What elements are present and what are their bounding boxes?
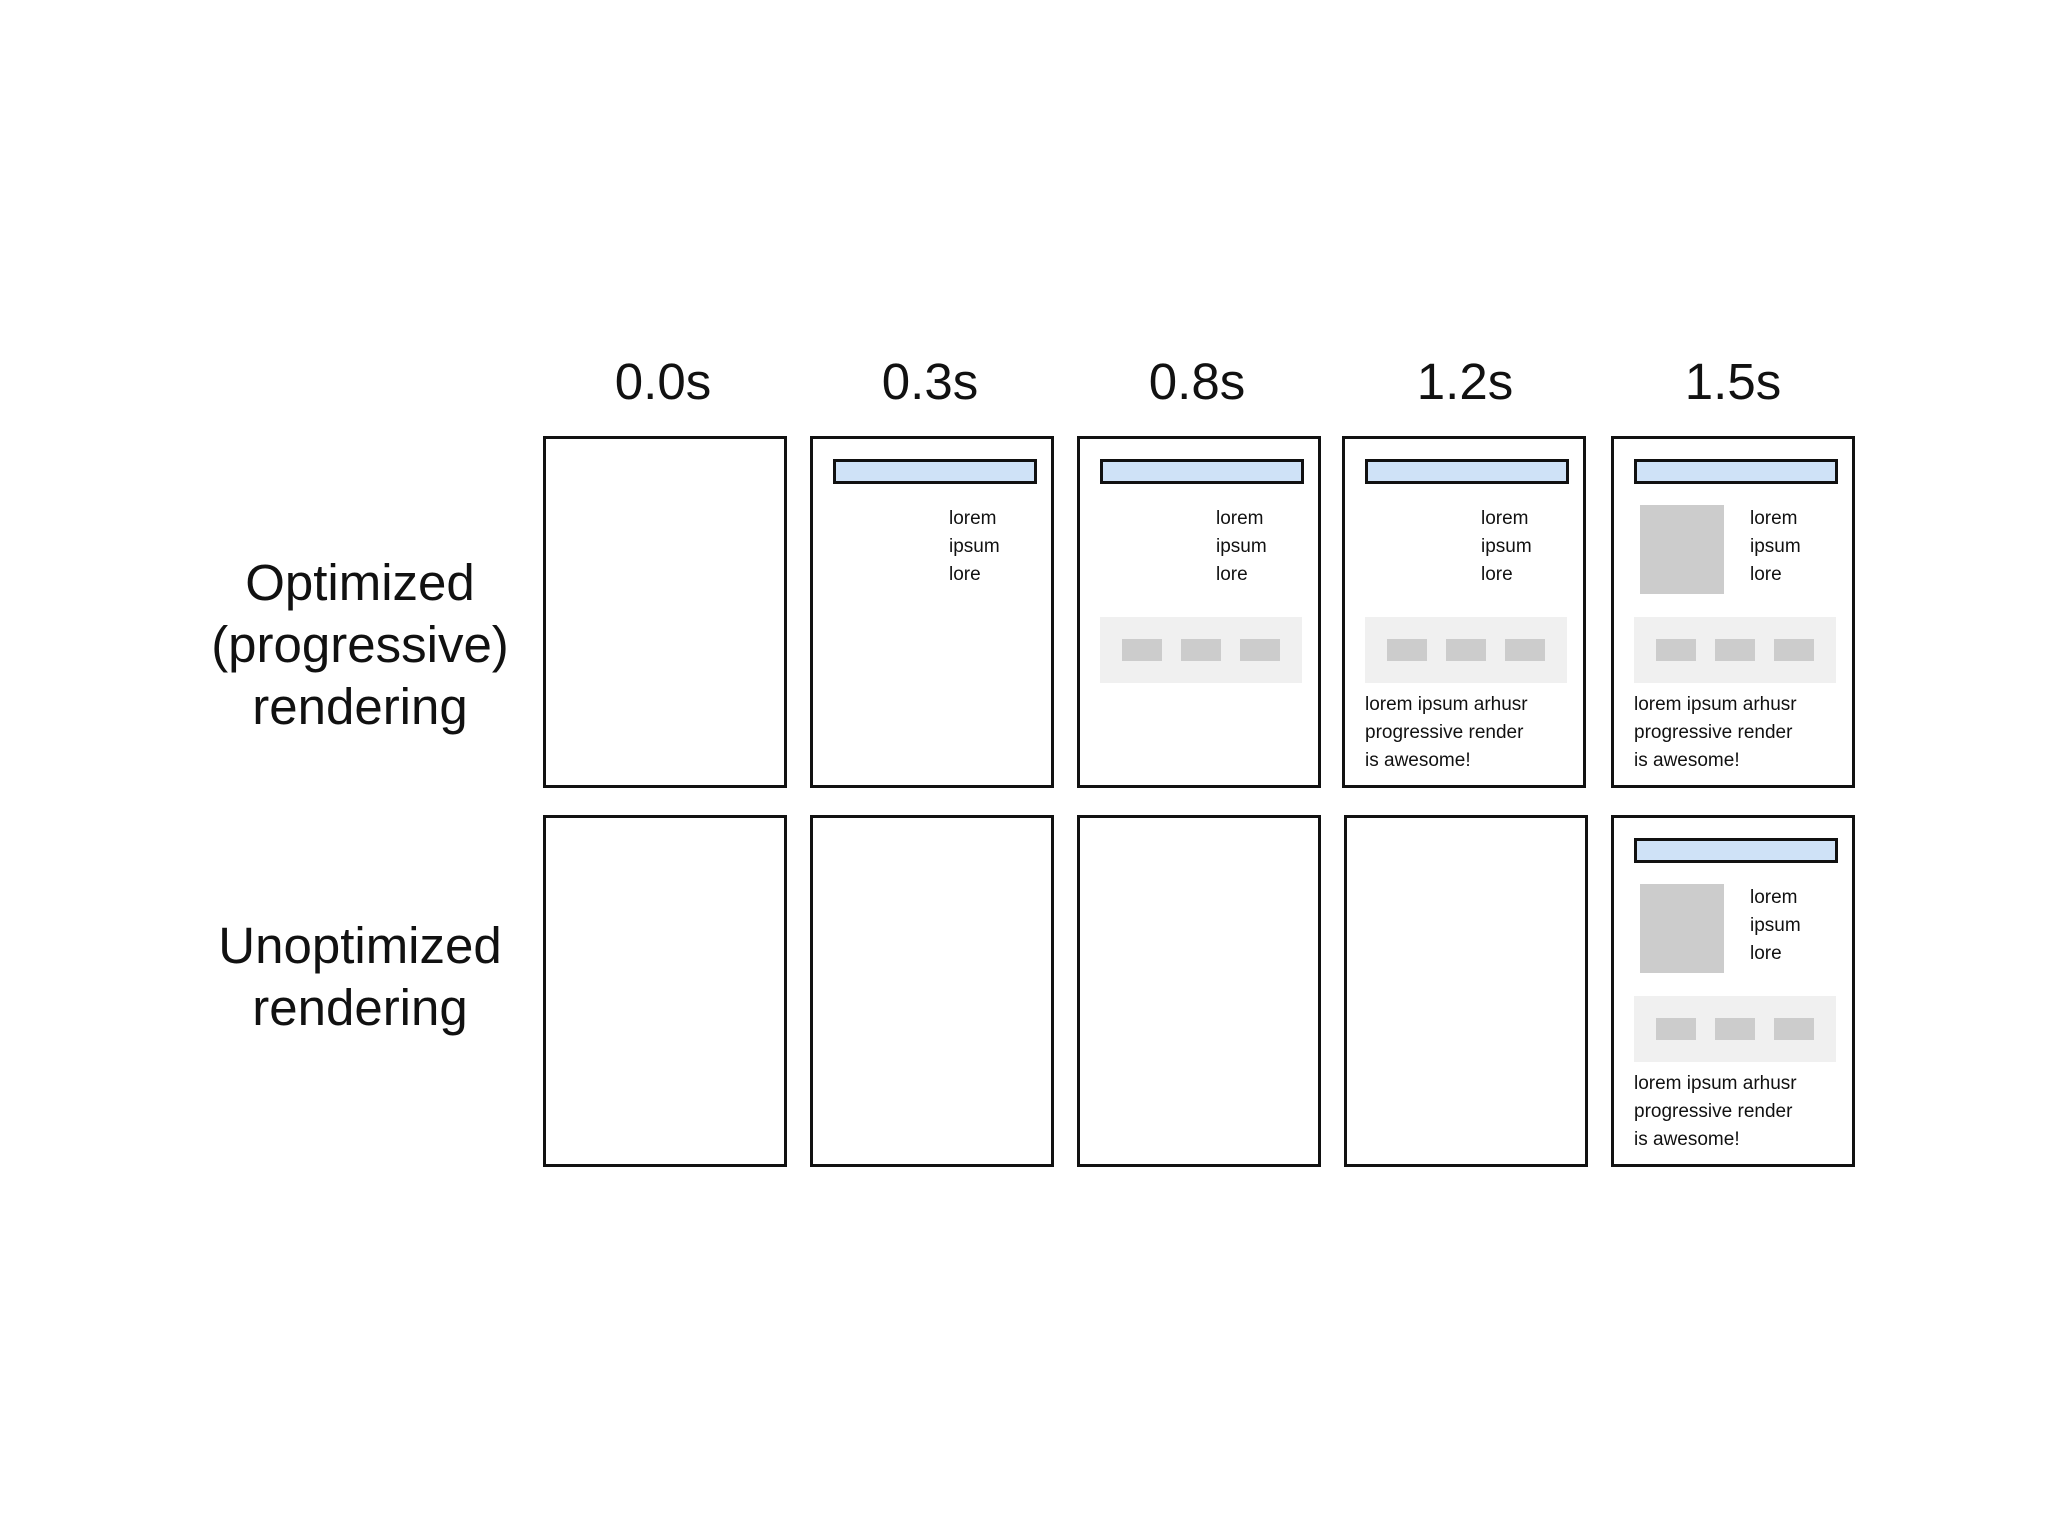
snippet-line: lore bbox=[1481, 564, 1513, 585]
paragraph-line: progressive render bbox=[1634, 722, 1793, 743]
time-label-3: 1.2s bbox=[1416, 353, 1514, 410]
snippet-line: ipsum bbox=[1216, 536, 1267, 557]
time-label-2: 0.8s bbox=[1148, 353, 1246, 410]
paragraph-line: lorem ipsum arhusr bbox=[1634, 1073, 1797, 1094]
text-snippet: lorem ipsum lore bbox=[1481, 505, 1581, 589]
frame-unoptimized-1-5s: lorem ipsum lore lorem ipsum arhusr prog… bbox=[1611, 815, 1855, 1167]
carousel-chip bbox=[1774, 639, 1814, 661]
carousel-chip bbox=[1656, 639, 1696, 661]
row-label-unoptimized: Unoptimized rendering bbox=[195, 915, 525, 1039]
text-snippet: lorem ipsum lore bbox=[1750, 505, 1850, 589]
carousel-placeholder bbox=[1634, 996, 1836, 1062]
frame-unoptimized-0-8s bbox=[1077, 815, 1321, 1167]
text-snippet: lorem ipsum lore bbox=[949, 505, 1049, 589]
paragraph-text: lorem ipsum arhusr progressive render is… bbox=[1634, 1070, 1849, 1154]
carousel-chip bbox=[1387, 639, 1427, 661]
snippet-line: lorem bbox=[949, 508, 997, 529]
row-label-line: rendering bbox=[252, 979, 468, 1036]
carousel-chip bbox=[1774, 1018, 1814, 1040]
carousel-chip bbox=[1181, 639, 1221, 661]
carousel-chip bbox=[1446, 639, 1486, 661]
header-bar bbox=[833, 459, 1037, 484]
snippet-line: lorem bbox=[1750, 508, 1798, 529]
snippet-line: lore bbox=[949, 564, 981, 585]
snippet-line: lore bbox=[1216, 564, 1248, 585]
snippet-line: ipsum bbox=[1750, 536, 1801, 557]
snippet-line: ipsum bbox=[1481, 536, 1532, 557]
time-label-4: 1.5s bbox=[1684, 353, 1782, 410]
header-bar bbox=[1634, 459, 1838, 484]
row-label-line: Optimized bbox=[245, 554, 475, 611]
frame-optimized-0s bbox=[543, 436, 787, 788]
carousel-placeholder bbox=[1634, 617, 1836, 683]
carousel-chip bbox=[1715, 639, 1755, 661]
frame-optimized-0-3s: lorem ipsum lore bbox=[810, 436, 1054, 788]
paragraph-line: progressive render bbox=[1634, 1101, 1793, 1122]
image-placeholder bbox=[1640, 505, 1724, 594]
row-label-line: rendering bbox=[252, 678, 468, 735]
header-bar bbox=[1365, 459, 1569, 484]
carousel-chip bbox=[1656, 1018, 1696, 1040]
frame-optimized-1-2s: lorem ipsum lore lorem ipsum arhusr prog… bbox=[1342, 436, 1586, 788]
row-label-optimized: Optimized (progressive) rendering bbox=[195, 552, 525, 738]
row-label-line: Unoptimized bbox=[218, 917, 502, 974]
paragraph-line: progressive render bbox=[1365, 722, 1524, 743]
snippet-line: ipsum bbox=[949, 536, 1000, 557]
text-snippet: lorem ipsum lore bbox=[1750, 884, 1850, 968]
carousel-chip bbox=[1505, 639, 1545, 661]
frame-unoptimized-1-2s bbox=[1344, 815, 1588, 1167]
frame-unoptimized-0-3s bbox=[810, 815, 1054, 1167]
carousel-chip bbox=[1122, 639, 1162, 661]
paragraph-line: is awesome! bbox=[1365, 750, 1471, 771]
snippet-line: lorem bbox=[1216, 508, 1264, 529]
snippet-line: ipsum bbox=[1750, 915, 1801, 936]
snippet-line: lorem bbox=[1481, 508, 1529, 529]
carousel-placeholder bbox=[1365, 617, 1567, 683]
paragraph-line: is awesome! bbox=[1634, 1129, 1740, 1150]
paragraph-line: is awesome! bbox=[1634, 750, 1740, 771]
text-snippet: lorem ipsum lore bbox=[1216, 505, 1316, 589]
carousel-placeholder bbox=[1100, 617, 1302, 683]
image-placeholder bbox=[1640, 884, 1724, 973]
frame-optimized-1-5s: lorem ipsum lore lorem ipsum arhusr prog… bbox=[1611, 436, 1855, 788]
time-label-1: 0.3s bbox=[881, 353, 979, 410]
paragraph-line: lorem ipsum arhusr bbox=[1365, 694, 1528, 715]
header-bar bbox=[1634, 838, 1838, 863]
frame-unoptimized-0s bbox=[543, 815, 787, 1167]
paragraph-line: lorem ipsum arhusr bbox=[1634, 694, 1797, 715]
paragraph-text: lorem ipsum arhusr progressive render is… bbox=[1634, 691, 1849, 775]
carousel-chip bbox=[1240, 639, 1280, 661]
time-label-0: 0.0s bbox=[614, 353, 712, 410]
snippet-line: lore bbox=[1750, 943, 1782, 964]
carousel-chip bbox=[1715, 1018, 1755, 1040]
frame-optimized-0-8s: lorem ipsum lore bbox=[1077, 436, 1321, 788]
paragraph-text: lorem ipsum arhusr progressive render is… bbox=[1365, 691, 1580, 775]
row-label-line: (progressive) bbox=[211, 616, 509, 673]
snippet-line: lorem bbox=[1750, 887, 1798, 908]
header-bar bbox=[1100, 459, 1304, 484]
snippet-line: lore bbox=[1750, 564, 1782, 585]
